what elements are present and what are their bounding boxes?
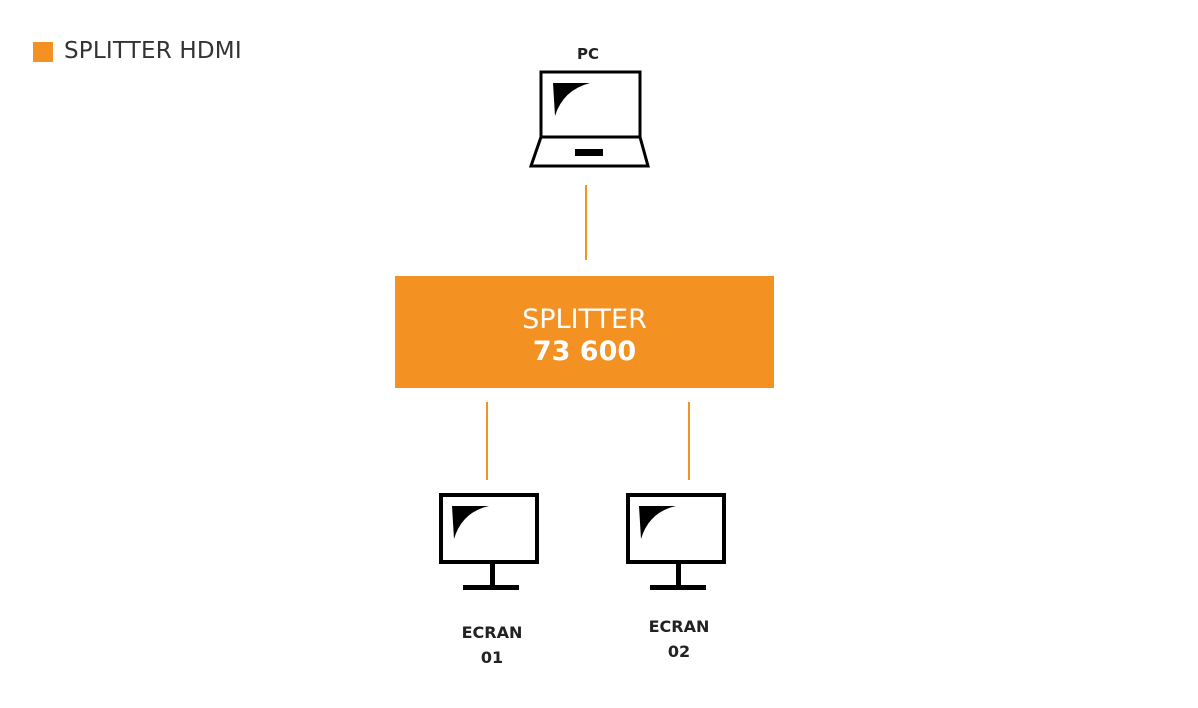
connector-pc-splitter — [585, 185, 587, 260]
pc-label: PC — [576, 45, 599, 63]
screen2-label-line1: ECRAN — [648, 617, 710, 636]
monitor-icon-2 — [626, 493, 726, 590]
legend-swatch — [33, 42, 53, 62]
connector-splitter-screen2 — [688, 402, 690, 480]
legend-label: SPLITTER HDMI — [64, 38, 242, 64]
splitter-box: SPLITTER 73 600 — [395, 276, 774, 388]
monitor-icon-1 — [439, 493, 539, 590]
connector-splitter-screen1 — [486, 402, 488, 480]
screen2-label-line2: 02 — [667, 642, 691, 661]
laptop-icon — [528, 70, 650, 168]
screen1-label-line1: ECRAN — [461, 623, 523, 642]
splitter-name: SPLITTER — [522, 304, 647, 335]
splitter-model: 73 600 — [532, 336, 637, 367]
screen1-label: ECRAN 01 — [442, 620, 542, 670]
screen2-label: ECRAN 02 — [629, 614, 729, 664]
screen1-label-line2: 01 — [480, 648, 504, 667]
